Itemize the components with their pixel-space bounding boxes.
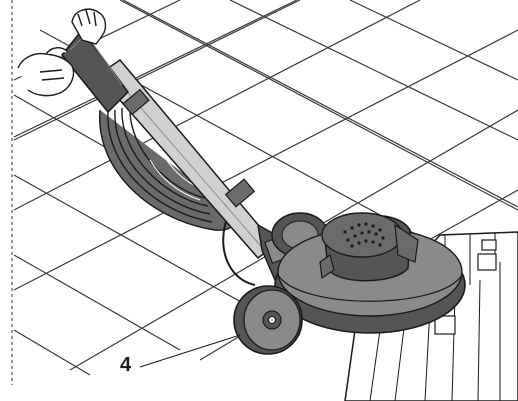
hand-icon	[17, 8, 107, 97]
handle-clamp	[224, 178, 256, 208]
cable-coil	[99, 105, 256, 286]
floor-tile-grid	[13, 0, 518, 376]
platform-block	[434, 315, 456, 335]
callout-label-4: 4	[120, 354, 132, 376]
platform-block	[477, 253, 497, 271]
motor-vent-grid	[343, 222, 385, 248]
motor-housing	[319, 212, 419, 282]
wheel-icon	[233, 285, 303, 355]
platform-block	[481, 239, 497, 251]
callout-leader-line	[139, 334, 241, 368]
handle-clamp	[122, 88, 150, 116]
